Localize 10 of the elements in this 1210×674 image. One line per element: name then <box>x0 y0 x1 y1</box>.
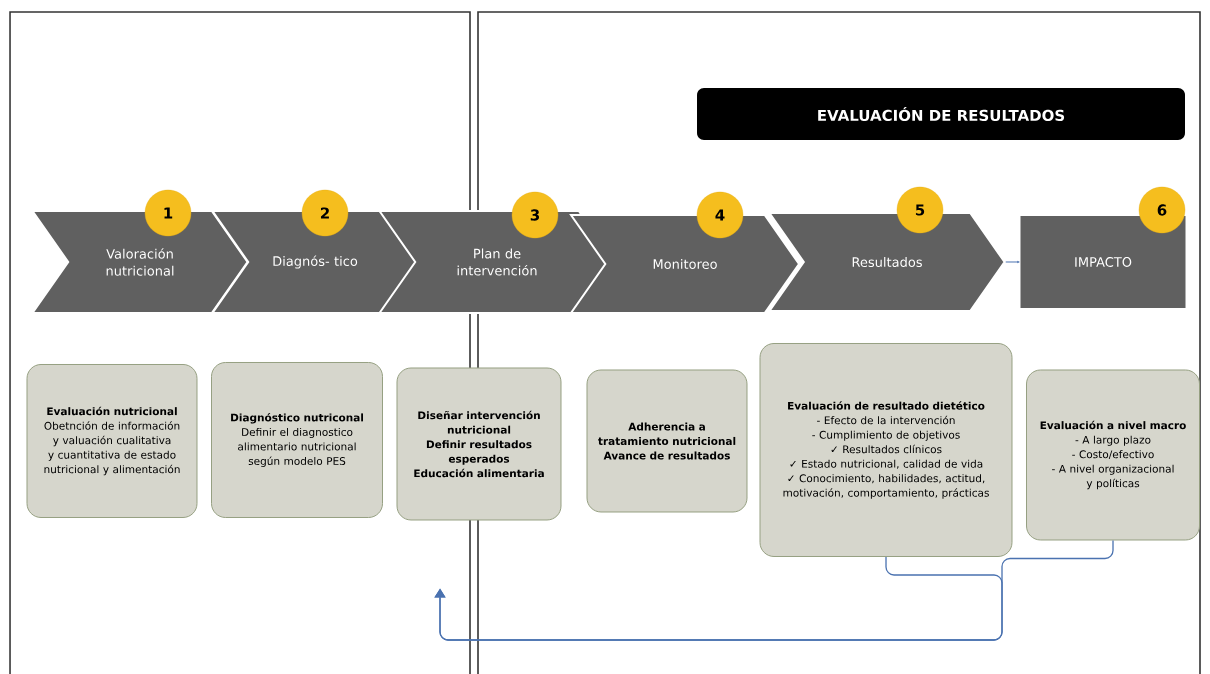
description-box: Evaluación nutricional Obetnción de información y valuación cualitativa y cuantitativa de estado nutricional y alimentación <box>26 364 198 518</box>
description-box: Adherencia a tratamiento nutricional Avance de resultados <box>586 369 748 513</box>
description-box: Evaluación a nivel macro - A largo plazo - Costo/efectivo - A nivel organizacional y políticas <box>1026 369 1200 541</box>
description-box: Diagnóstico nutriconal Definir el diagnostico alimentario nutricional según modelo PES <box>211 362 383 518</box>
header-banner: EVALUACIÓN DE RESULTADOS <box>697 88 1185 140</box>
step-box: IMPACTO <box>1020 216 1186 308</box>
feedback-arrow <box>434 539 1114 641</box>
arrow <box>1005 260 1020 264</box>
description-box: Diseñar intervención nutricional Definir resultados esperados Educación alimentaria <box>396 367 562 521</box>
description-box: Evaluación de resultado dietético - Efecto de la intervención - Cumplimiento de objetivos ✓ Resultados clínicos ✓ Estado nutricional, calidad de vida ✓ Conocimiento, habilidades, actitud, motivación, comportamiento, prácticas <box>759 343 1013 557</box>
